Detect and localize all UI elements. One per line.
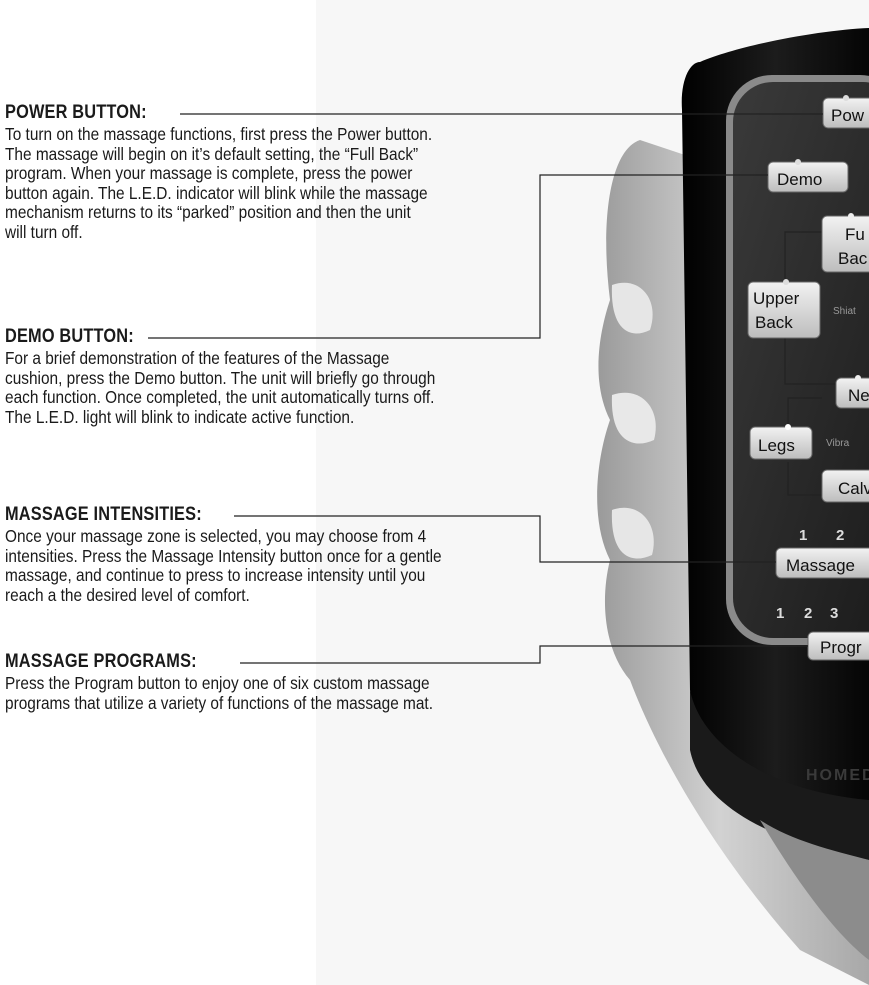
svg-text:Demo: Demo — [777, 170, 822, 189]
svg-text:Pow: Pow — [831, 106, 865, 125]
upper-back-button[interactable]: Upper Back — [747, 279, 821, 339]
vibration-label: Vibra — [826, 438, 850, 449]
programs-section: MASSAGE PROGRAMS: Press the Program butt… — [5, 651, 540, 713]
full-back-button[interactable]: Fu Bac — [821, 213, 869, 273]
power-button[interactable]: Pow — [822, 95, 869, 129]
programs-heading: MASSAGE PROGRAMS: — [5, 651, 197, 672]
svg-text:Fu: Fu — [845, 225, 865, 244]
intensity-level-1: 1 — [799, 527, 807, 544]
svg-text:Bac: Bac — [838, 249, 868, 268]
intensity-heading: MASSAGE INTENSITIES: — [5, 504, 202, 525]
svg-text:Legs: Legs — [758, 436, 795, 455]
program-number-1: 1 — [776, 605, 784, 622]
demo-description: For a brief demonstration of the feature… — [5, 348, 436, 427]
shiatsu-label: Shiat — [833, 306, 856, 317]
program-number-2: 2 — [804, 605, 812, 622]
svg-text:Nec: Nec — [848, 386, 869, 405]
intensity-level-2: 2 — [836, 527, 844, 544]
svg-text:Calv: Calv — [838, 479, 869, 498]
demo-leader-line — [148, 174, 768, 339]
demo-heading: DEMO BUTTON: — [5, 326, 134, 347]
remote-base — [690, 690, 869, 860]
intensity-leader-line — [234, 515, 776, 563]
power-section: POWER BUTTON: To turn on the massage fun… — [5, 102, 540, 242]
intensity-section: MASSAGE INTENSITIES: Once your massage z… — [5, 504, 540, 605]
demo-button[interactable]: Demo — [767, 159, 849, 193]
calves-button[interactable]: Calv — [821, 469, 869, 503]
panel-connector — [784, 231, 822, 285]
power-description: To turn on the massage functions, first … — [5, 124, 433, 242]
finger-highlight — [611, 392, 656, 444]
power-heading: POWER BUTTON: — [5, 102, 147, 123]
legs-button[interactable]: Legs — [749, 424, 813, 460]
brand-logo: HOMED — [806, 767, 869, 784]
intensity-description: Once your massage zone is selected, you … — [5, 526, 442, 605]
massage-intensity-button[interactable]: Massage — [775, 547, 869, 579]
svg-text:Massage: Massage — [786, 556, 855, 575]
programs-description: Press the Program button to enjoy one of… — [5, 673, 433, 713]
remote-tail — [760, 820, 869, 960]
panel-connector — [787, 462, 822, 496]
finger-highlight — [611, 507, 654, 559]
program-button[interactable]: Progr — [807, 631, 869, 661]
demo-section: DEMO BUTTON: For a brief demonstration o… — [5, 326, 540, 427]
svg-text:Back: Back — [755, 313, 793, 332]
panel-connector — [787, 397, 822, 430]
finger-highlight — [611, 282, 653, 334]
neck-button[interactable]: Nec — [835, 375, 869, 409]
program-number-3: 3 — [830, 605, 838, 622]
panel-connector — [784, 330, 850, 385]
svg-text:Progr: Progr — [820, 638, 862, 657]
program-leader-line — [240, 645, 808, 664]
svg-text:Upper: Upper — [753, 289, 800, 308]
